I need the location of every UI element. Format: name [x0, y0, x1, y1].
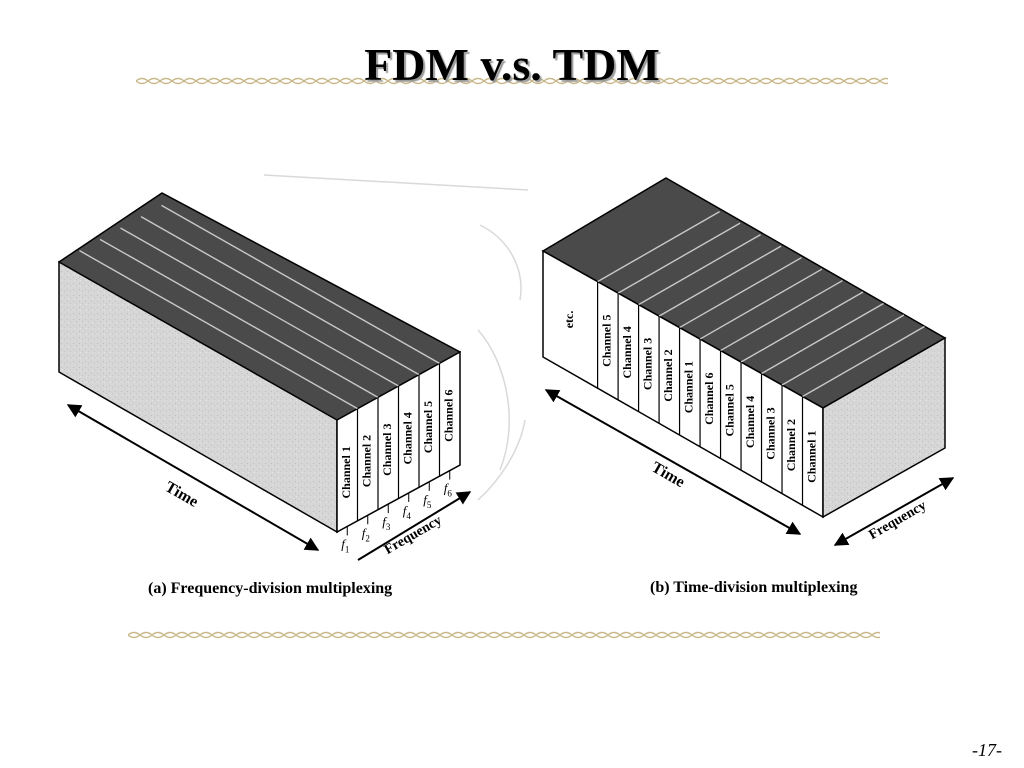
- fdm-frequency-label: Frequency: [382, 513, 445, 558]
- tdm-top-stripe: [638, 233, 761, 306]
- title-decorative-rule: [136, 77, 888, 85]
- background-watermark: [263, 174, 529, 501]
- fdm-top-stripe: [161, 204, 440, 364]
- tdm-frequency-arrow: [833, 477, 955, 546]
- fdm-caption: (a) Frequency-division multiplexing: [148, 580, 392, 597]
- fdm-frequency-tick-label: f6: [444, 481, 453, 499]
- fdm-frequency-arrow: [357, 491, 472, 561]
- fdm-frequency-tick-label: f2: [362, 525, 370, 543]
- tdm-box: etc. Channel 5 Channel 4 Channel 3 Channel 2…: [541, 177, 947, 519]
- tdm-right-face: [822, 336, 946, 519]
- bottom-decorative-rule: [128, 631, 880, 639]
- fdm-frequency-tick-label: f1: [341, 536, 349, 554]
- tdm-time-arrow: [544, 389, 802, 535]
- fdm-box: Channel 1 Channel 2 Channel 3 Channel 4 Chan…: [57, 192, 462, 554]
- tdm-top-stripe: [802, 325, 925, 398]
- fdm-top-stripe: [99, 238, 379, 398]
- tdm-slot-label: Channel 3: [764, 407, 778, 459]
- tdm-slot-label: etc.: [562, 311, 576, 329]
- tdm-slot-label: Channel 2: [784, 419, 798, 471]
- tdm-top-stripe: [699, 268, 823, 340]
- page-number: -17-: [972, 740, 1002, 760]
- tdm-slot-label: Channel 5: [723, 384, 737, 436]
- tdm-caption: (b) Time-division multiplexing: [650, 579, 857, 596]
- fdm-time-label: Time: [162, 478, 201, 510]
- fdm-channel-label: Channel 3: [380, 423, 394, 475]
- slide-title: FDM v.s. TDM: [364, 39, 660, 90]
- fdm-frequency-tick-label: f4: [403, 503, 412, 521]
- fdm-channel-label: Channel 1: [339, 446, 353, 498]
- tdm-time-label: Time: [649, 459, 688, 491]
- tdm-slot-label: Channel 6: [702, 373, 716, 425]
- tdm-slot-label: Channel 5: [600, 315, 614, 367]
- tdm-top-stripe: [658, 245, 782, 317]
- fdm-channel-label: Channel 2: [360, 435, 374, 487]
- tdm-slot-label: Channel 4: [620, 326, 634, 378]
- tdm-slot-label: Channel 1: [682, 361, 696, 413]
- tdm-slot-label: Channel 1: [805, 431, 819, 483]
- fdm-top-stripe: [79, 250, 358, 410]
- tdm-top-stripe: [781, 314, 905, 386]
- tdm-top-stripe: [679, 256, 802, 329]
- tdm-top-stripe: [597, 211, 720, 283]
- fdm-time-arrow: [66, 404, 320, 551]
- fdm-channel-label: Channel 5: [421, 401, 435, 453]
- fdm-top-stripe: [140, 216, 420, 376]
- tdm-frequency-label: Frequency: [867, 498, 930, 543]
- tdm-top-stripe: [740, 291, 864, 363]
- tdm-top-stripe: [617, 222, 741, 294]
- tdm-slot-label: Channel 4: [743, 396, 757, 448]
- fdm-channel-label: Channel 4: [401, 412, 415, 464]
- fdm-frequency-tick-label: f5: [423, 492, 432, 510]
- fdm-channel-label: Channel 6: [442, 389, 456, 441]
- fdm-top-stripe: [120, 227, 399, 387]
- tdm-top-stripe: [720, 279, 843, 352]
- fdm-frequency-tick-label: f3: [382, 514, 391, 532]
- tdm-slot-label: Channel 2: [661, 349, 675, 401]
- tdm-slot-label: Channel 3: [641, 338, 655, 390]
- tdm-top-stripe: [761, 302, 884, 375]
